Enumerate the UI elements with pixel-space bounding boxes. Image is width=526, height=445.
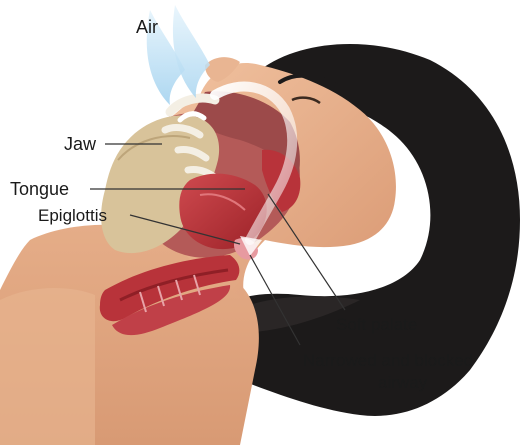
epiglottis-label: Epiglottis (38, 206, 107, 225)
airway-label-line1: Narrowed and blocked (303, 351, 473, 370)
tongue-label: Tongue (10, 179, 69, 199)
soft-palate-label: Soft palate (336, 315, 417, 334)
air-label: Air (136, 17, 158, 37)
airway-label-line2: airway (378, 373, 428, 392)
jaw-label: Jaw (64, 134, 97, 154)
